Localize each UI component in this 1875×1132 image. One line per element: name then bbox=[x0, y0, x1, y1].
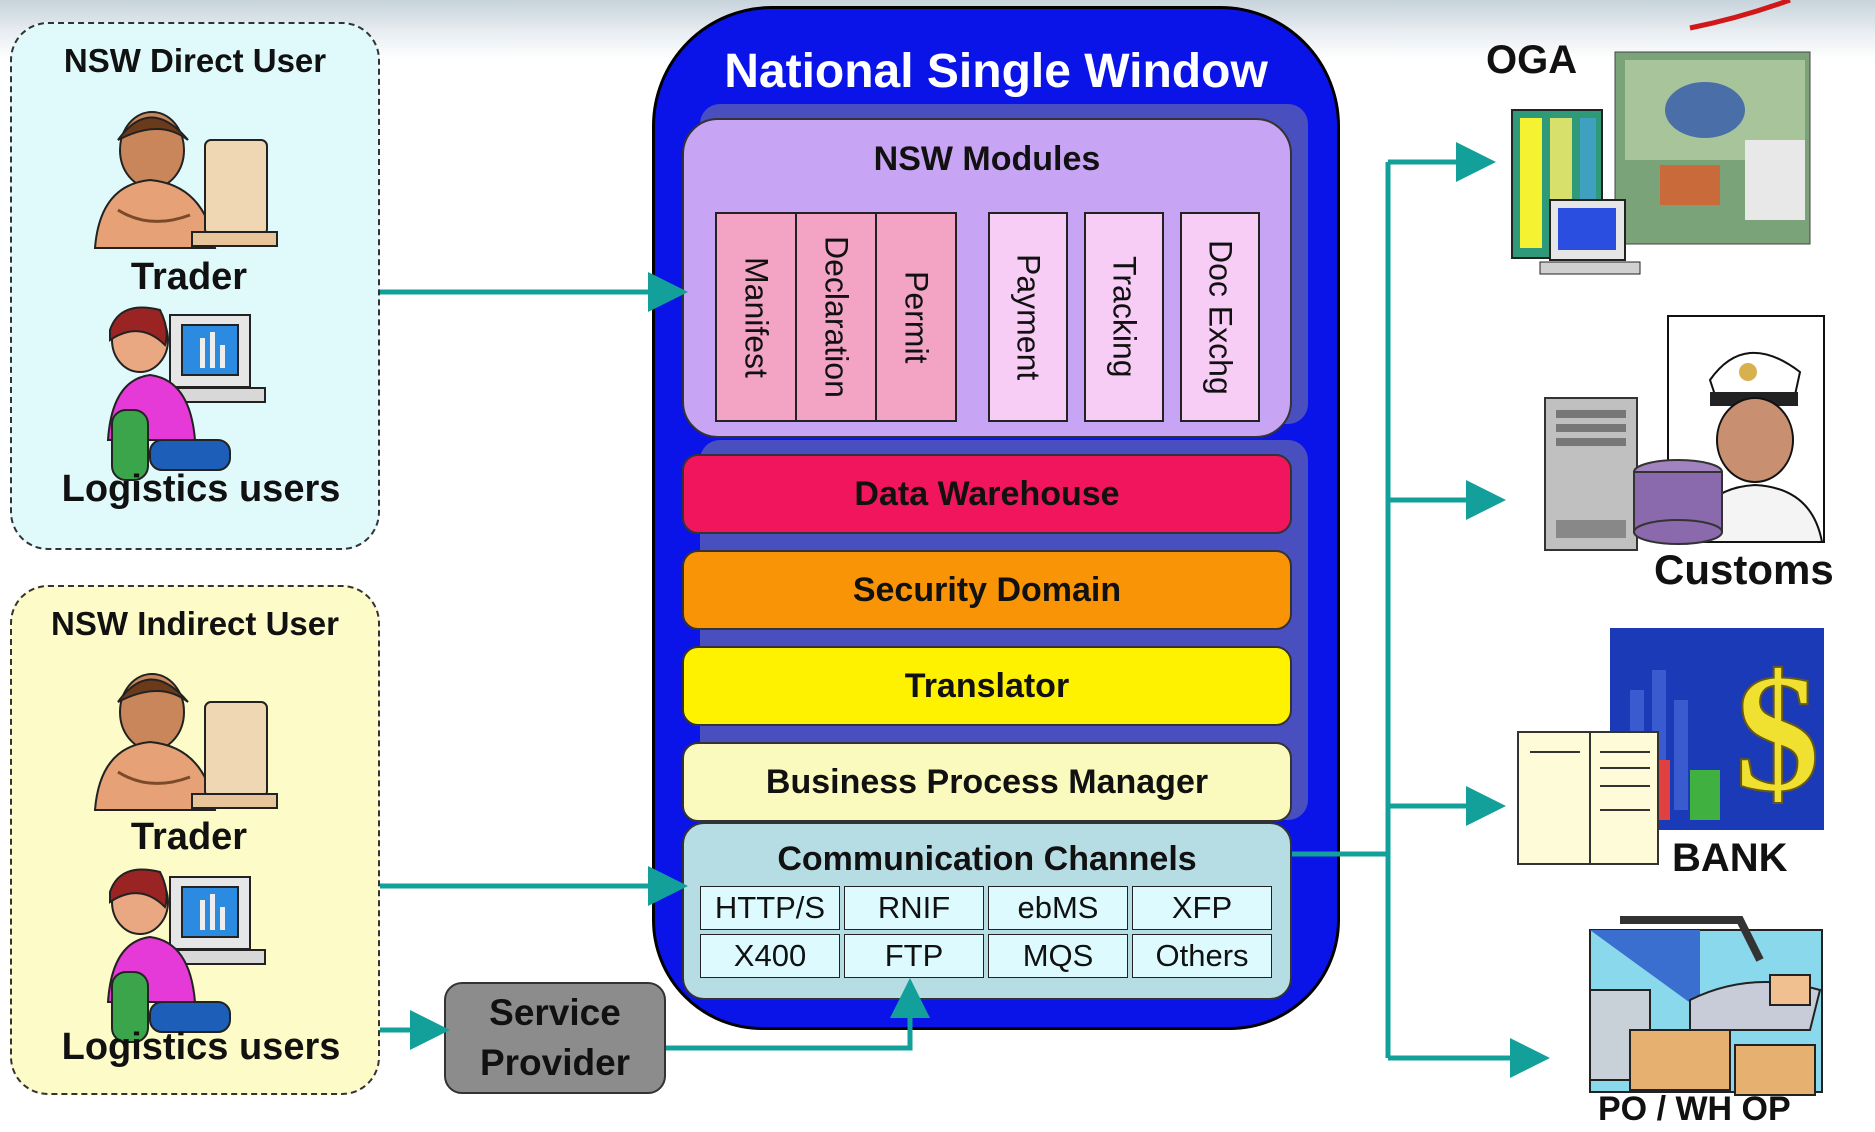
module-tracking: Tracking bbox=[1084, 212, 1164, 422]
module-payment: Payment bbox=[988, 212, 1068, 422]
layer-translator: Translator bbox=[682, 646, 1292, 726]
channel-ebms: ebMS bbox=[988, 886, 1128, 930]
bank-label: BANK bbox=[1672, 836, 1788, 880]
module-manifest: Manifest bbox=[715, 212, 797, 422]
channel-mqs: MQS bbox=[988, 934, 1128, 978]
layer-security-domain: Security Domain bbox=[682, 550, 1292, 630]
module-declaration: Declaration bbox=[795, 212, 877, 422]
customs-label: Customs bbox=[1654, 546, 1834, 593]
logistics-woman-icon bbox=[106, 868, 266, 1043]
customs-server-icon bbox=[1544, 397, 1723, 551]
module-doc-exchg: Doc Exchg bbox=[1180, 212, 1260, 422]
customs-officer-icon bbox=[1667, 315, 1825, 543]
nsw-title: National Single Window bbox=[724, 45, 1268, 98]
channel-rnif: RNIF bbox=[844, 886, 984, 930]
communication-channels-title: Communication Channels bbox=[777, 840, 1197, 878]
oga-computer-icon bbox=[1511, 109, 1641, 275]
channel-https: HTTP/S bbox=[700, 886, 840, 930]
service-provider-line1: Service bbox=[489, 992, 621, 1033]
service-provider-line2: Provider bbox=[479, 1042, 631, 1083]
provider-to-ftp-arrow bbox=[666, 978, 930, 1051]
oga-label: OGA bbox=[1486, 38, 1578, 82]
trader-man-icon bbox=[93, 673, 278, 811]
channel-xfp: XFP bbox=[1132, 886, 1272, 930]
direct-logistics-label: Logistics users bbox=[61, 468, 341, 510]
indirect-user-title: NSW Indirect User bbox=[51, 605, 339, 642]
oga-office-icon bbox=[1614, 51, 1811, 245]
trader-man-icon bbox=[93, 111, 278, 249]
connector-arrows bbox=[380, 142, 1550, 1078]
indirect-trader-label: Trader bbox=[130, 816, 248, 858]
layer-data-warehouse: Data Warehouse bbox=[682, 454, 1292, 534]
layer-business-process-manager: Business Process Manager bbox=[682, 742, 1292, 822]
channel-others: Others bbox=[1132, 934, 1272, 978]
indirect-logistics-label: Logistics users bbox=[61, 1026, 341, 1068]
direct-trader-label: Trader bbox=[130, 256, 248, 298]
logistics-woman-icon bbox=[106, 306, 266, 481]
po-wh-op-label: PO / WH OP bbox=[1598, 1090, 1791, 1128]
service-provider-box: Service Provider bbox=[444, 982, 666, 1094]
svg-text:$: $ bbox=[1735, 639, 1820, 827]
channel-x400: X400 bbox=[700, 934, 840, 978]
bank-document-icon bbox=[1517, 731, 1659, 865]
module-permit: Permit bbox=[875, 212, 957, 422]
port-warehouse-icon bbox=[1589, 916, 1823, 1096]
direct-user-title: NSW Direct User bbox=[63, 42, 327, 79]
channel-ftp: FTP bbox=[844, 934, 984, 978]
nsw-modules-title: NSW Modules bbox=[873, 140, 1101, 178]
